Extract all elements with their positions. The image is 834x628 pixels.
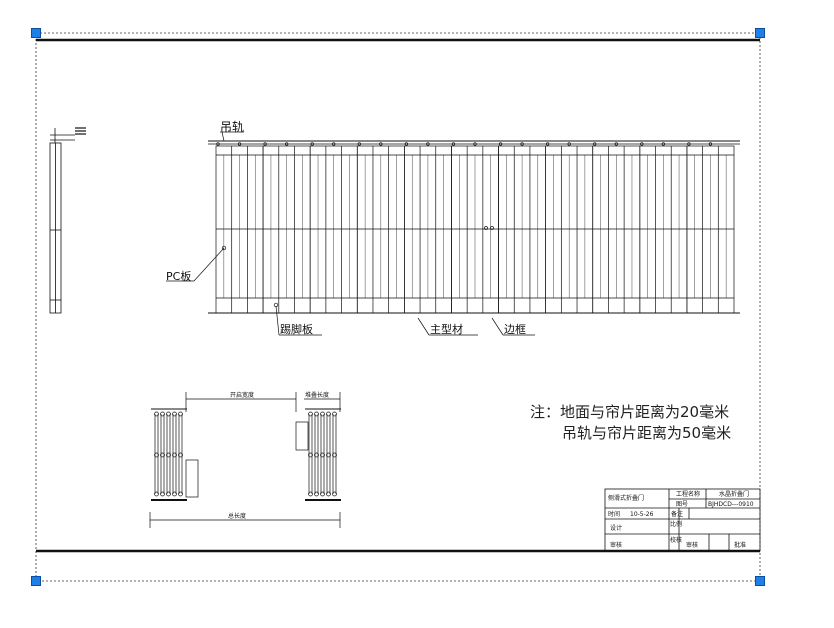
tb-drawing-no-value: BJHDCD---0910 [708,501,754,508]
plan-panel-section [160,411,165,497]
selection-frame [35,32,761,582]
door-panel [404,142,452,314]
plan-panel-section [172,411,177,497]
plan-panel-section [166,411,171,497]
tb-review-label: 审核 [610,541,622,549]
title-block [604,488,761,552]
plan-panel-section [308,411,313,497]
door-panel [639,142,688,314]
tb-date-label: 时间 [608,510,620,518]
label-main-profile: 主型材 [430,322,463,336]
label-kick-plate: 踢脚板 [280,322,313,336]
door-panel [309,142,358,314]
tb-design-label: 设计 [610,524,622,532]
tb-audit-label: 审核 [686,541,698,549]
plan-dim-total-length: 总长度 [228,512,246,520]
selection-handle-bottom-left[interactable] [31,576,41,586]
door-panel [451,142,499,314]
front-elevation [208,140,740,314]
label-hanging-rail: 吊轨 [220,120,244,134]
label-pc-board: PC板 [166,269,191,283]
tb-project-value: 水晶折叠门 [719,490,749,498]
door-panel [356,142,405,314]
tb-product: 侧滑式折叠门 [608,494,644,502]
door-panel [545,142,594,314]
tb-check-label: 校核 [670,536,682,544]
door-panel [215,142,264,314]
tb-drawing-no-label: 图号 [676,501,688,508]
side-section-view [49,127,86,314]
tb-date-value: 10-5-26 [630,511,654,518]
selection-handle-bottom-right[interactable] [755,576,765,586]
note-line-2: 吊轨与帘片距离为50毫米 [562,424,731,442]
plan-panel-section [314,411,319,497]
leader-lines [166,131,535,336]
door-panel [686,142,735,314]
plan-panel-section [178,411,183,497]
door-panel [498,142,546,314]
tb-project-label: 工程名称 [676,490,700,498]
door-panel [592,142,641,314]
selection-handle-top-right[interactable] [755,28,765,38]
plan-dim-opening-width: 开启宽度 [230,391,254,399]
note-line-1: 注：地面与帘片距离为20毫米 [530,403,729,421]
plan-panel-section [320,411,325,497]
tb-approve-label: 批准 [734,541,746,549]
plan-panel-section [154,411,159,497]
selection-handle-top-left[interactable] [31,28,41,38]
tb-remark-label: 备注 [671,510,683,518]
label-edge-frame: 边框 [504,323,526,336]
tb-ratio-label: 比例 [670,520,682,528]
plan-dim-stack-width: 堆叠长度 [305,391,329,399]
door-panel [262,142,311,314]
plan-panel-section [326,411,331,497]
plan-view [149,392,341,528]
plan-panel-section [332,411,337,497]
